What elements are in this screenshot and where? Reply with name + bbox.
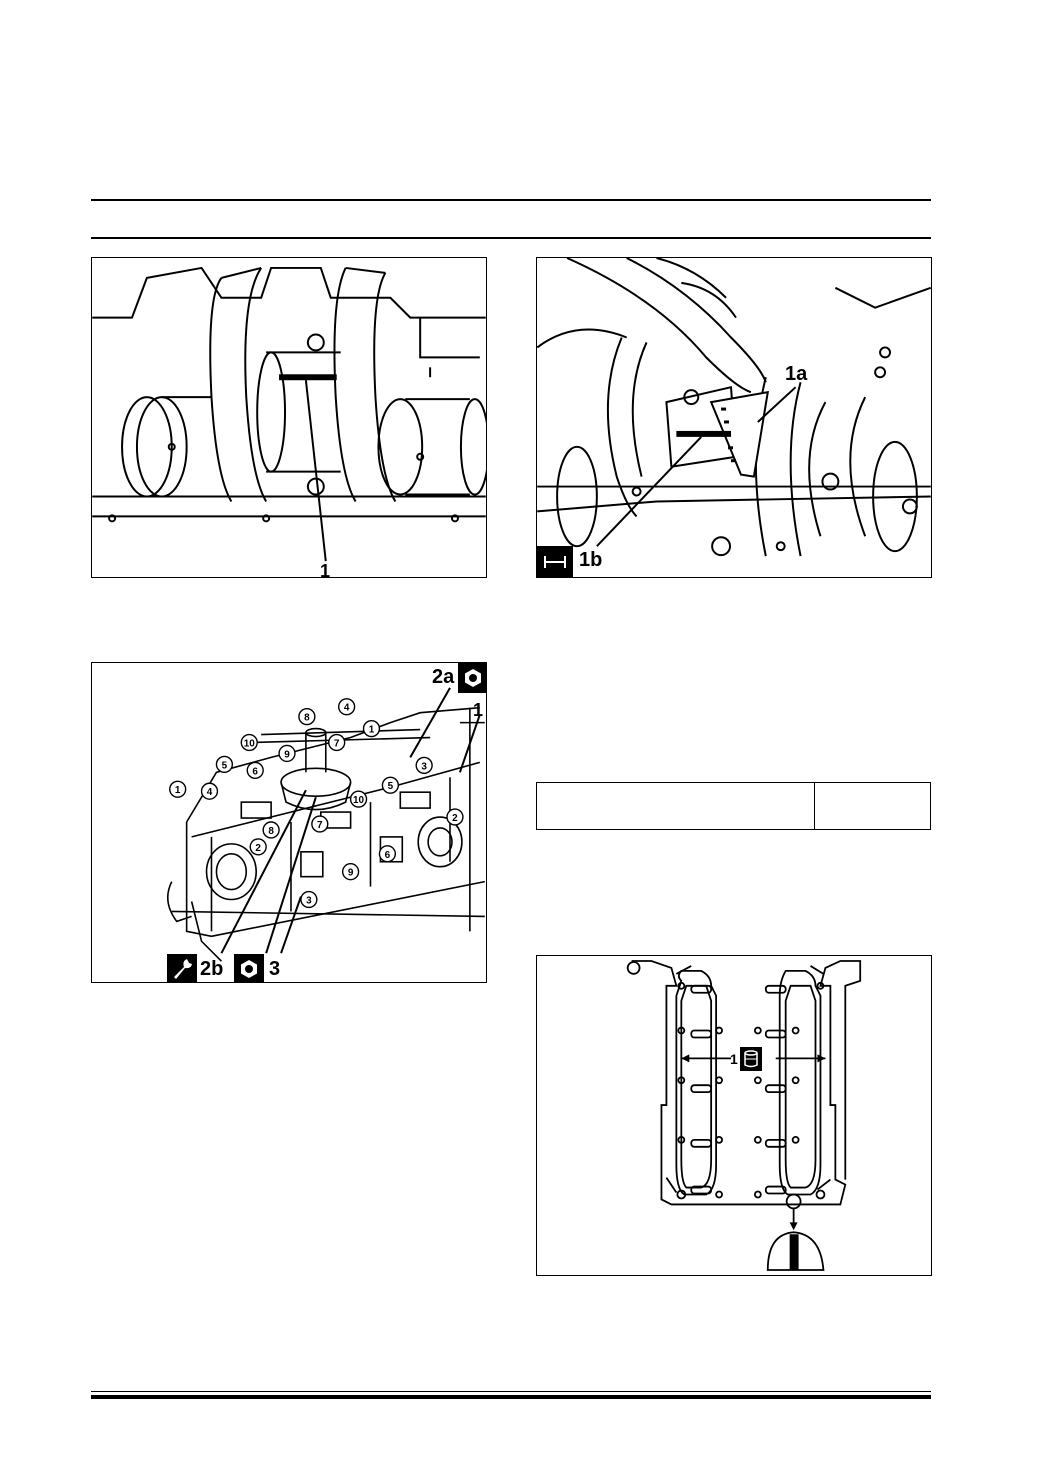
- seq-label: 3: [421, 761, 427, 772]
- spec-table-cell: [537, 783, 815, 829]
- figure-sealant-bead: 1: [536, 955, 932, 1276]
- callout-1: 1: [320, 561, 331, 578]
- seq-label: 2: [452, 813, 458, 824]
- callout-2b: 2b: [200, 958, 224, 980]
- seq-label: 7: [317, 820, 323, 831]
- figure-tightening-sequence: 1 4 5 6 10 9 8 4 1 7 2 8 3 7 5 10 3 9 6 …: [91, 662, 487, 983]
- seq-label: 8: [304, 713, 310, 724]
- crankshaft-journal-illustration: [92, 266, 486, 562]
- tightening-sequence-illustration: 1 4 5 6 10 9 8 4 1 7 2 8 3 7 5 10 3 9 6 …: [166, 687, 485, 962]
- seq-label: 6: [385, 850, 391, 861]
- figure-crankshaft-journal: 1: [91, 257, 487, 578]
- seq-label: 10: [244, 738, 256, 749]
- callout-3: 3: [269, 958, 281, 980]
- seq-label: 7: [334, 738, 340, 749]
- callout-1a: 1a: [785, 363, 808, 385]
- seq-label: 4: [207, 787, 213, 798]
- seq-label: 10: [353, 795, 365, 806]
- wrench-icon: [167, 954, 197, 982]
- plastigauge-strip: [279, 374, 337, 381]
- seq-label: 5: [222, 760, 228, 771]
- seq-label: 3: [306, 895, 312, 906]
- header-rule-bottom: [91, 237, 931, 239]
- header-rule-top: [91, 199, 931, 201]
- seq-label: 4: [344, 703, 350, 714]
- seq-label: 1: [175, 785, 181, 796]
- sealant-bead-illustration: [626, 960, 862, 1271]
- seq-label: 5: [388, 781, 394, 792]
- footer-rule-thick: [91, 1395, 931, 1399]
- callout-1: 1: [473, 700, 484, 720]
- callout-1b: 1b: [579, 549, 603, 571]
- nut-icon: [458, 663, 486, 693]
- plastigauge-strip: [676, 430, 732, 437]
- callout-1: 1: [730, 1051, 738, 1067]
- seq-label: 8: [268, 826, 274, 837]
- sealant-bead-section: [789, 1234, 799, 1271]
- measure-clearance-illustration: [537, 258, 931, 557]
- sealant-icon: [740, 1047, 762, 1071]
- callout-2a: 2a: [432, 666, 455, 688]
- seq-label: 9: [348, 868, 354, 879]
- spec-table-cell: [815, 783, 930, 829]
- seq-label: 1: [369, 725, 375, 736]
- gauge-card: [709, 390, 769, 478]
- seq-label: 2: [255, 843, 261, 854]
- measure-icon: [537, 546, 573, 577]
- footer-rule-thin: [91, 1391, 931, 1392]
- spec-table: [536, 782, 931, 830]
- seq-label: 6: [252, 766, 258, 777]
- nut-icon: [234, 954, 264, 982]
- figure-measure-clearance: 1a 1b: [536, 257, 932, 578]
- seq-label: 9: [284, 749, 290, 760]
